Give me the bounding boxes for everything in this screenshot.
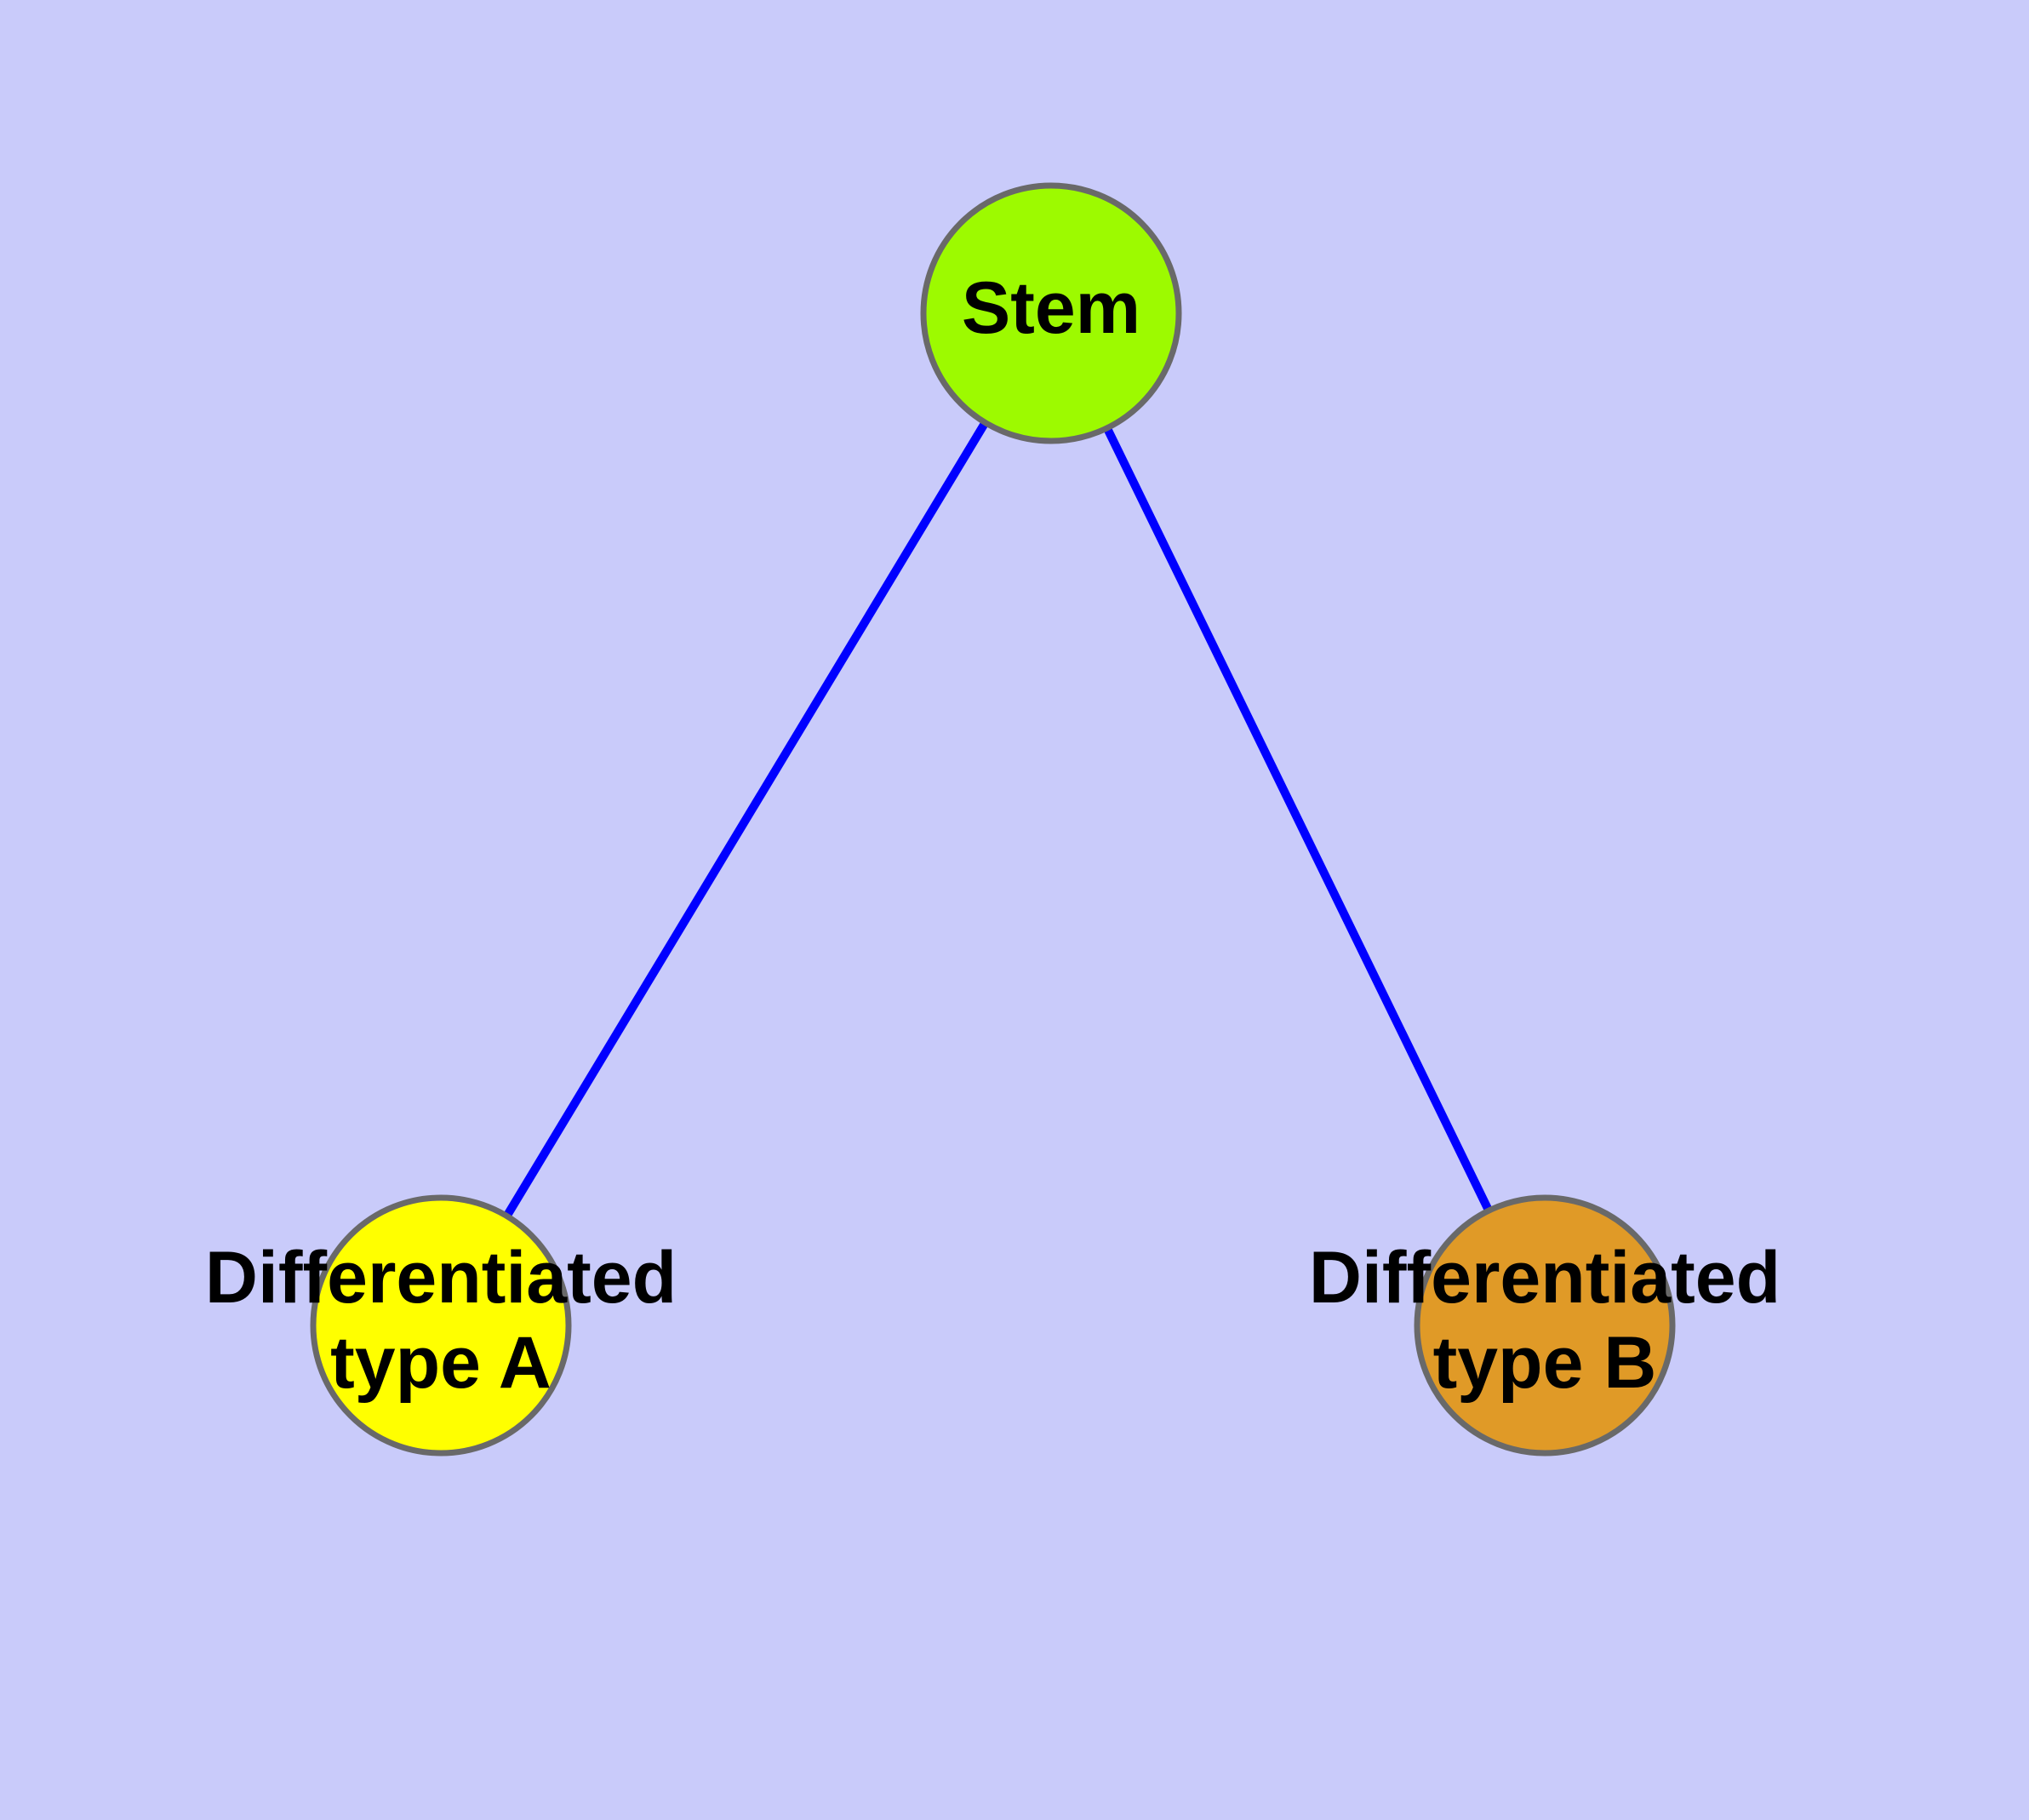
node-circle-diff_b[interactable] xyxy=(1414,1194,1676,1457)
edge-stem-diff-a[interactable] xyxy=(437,311,1055,1328)
node-label-line: type A xyxy=(330,1322,552,1404)
nodes-layer xyxy=(310,182,1676,1457)
edges-layer xyxy=(437,311,1549,1328)
node-label-line: Differentiated xyxy=(205,1237,677,1319)
node-label-stem: Stem xyxy=(962,267,1140,349)
node-circle-stem[interactable] xyxy=(920,182,1182,444)
edge-stem-diff-b[interactable] xyxy=(1047,311,1549,1328)
node-label-line: Differentiated xyxy=(1309,1237,1780,1319)
node-circle-diff_a[interactable] xyxy=(310,1194,572,1457)
node-label-line: Stem xyxy=(962,267,1140,349)
node-label-line: type B xyxy=(1433,1322,1657,1404)
